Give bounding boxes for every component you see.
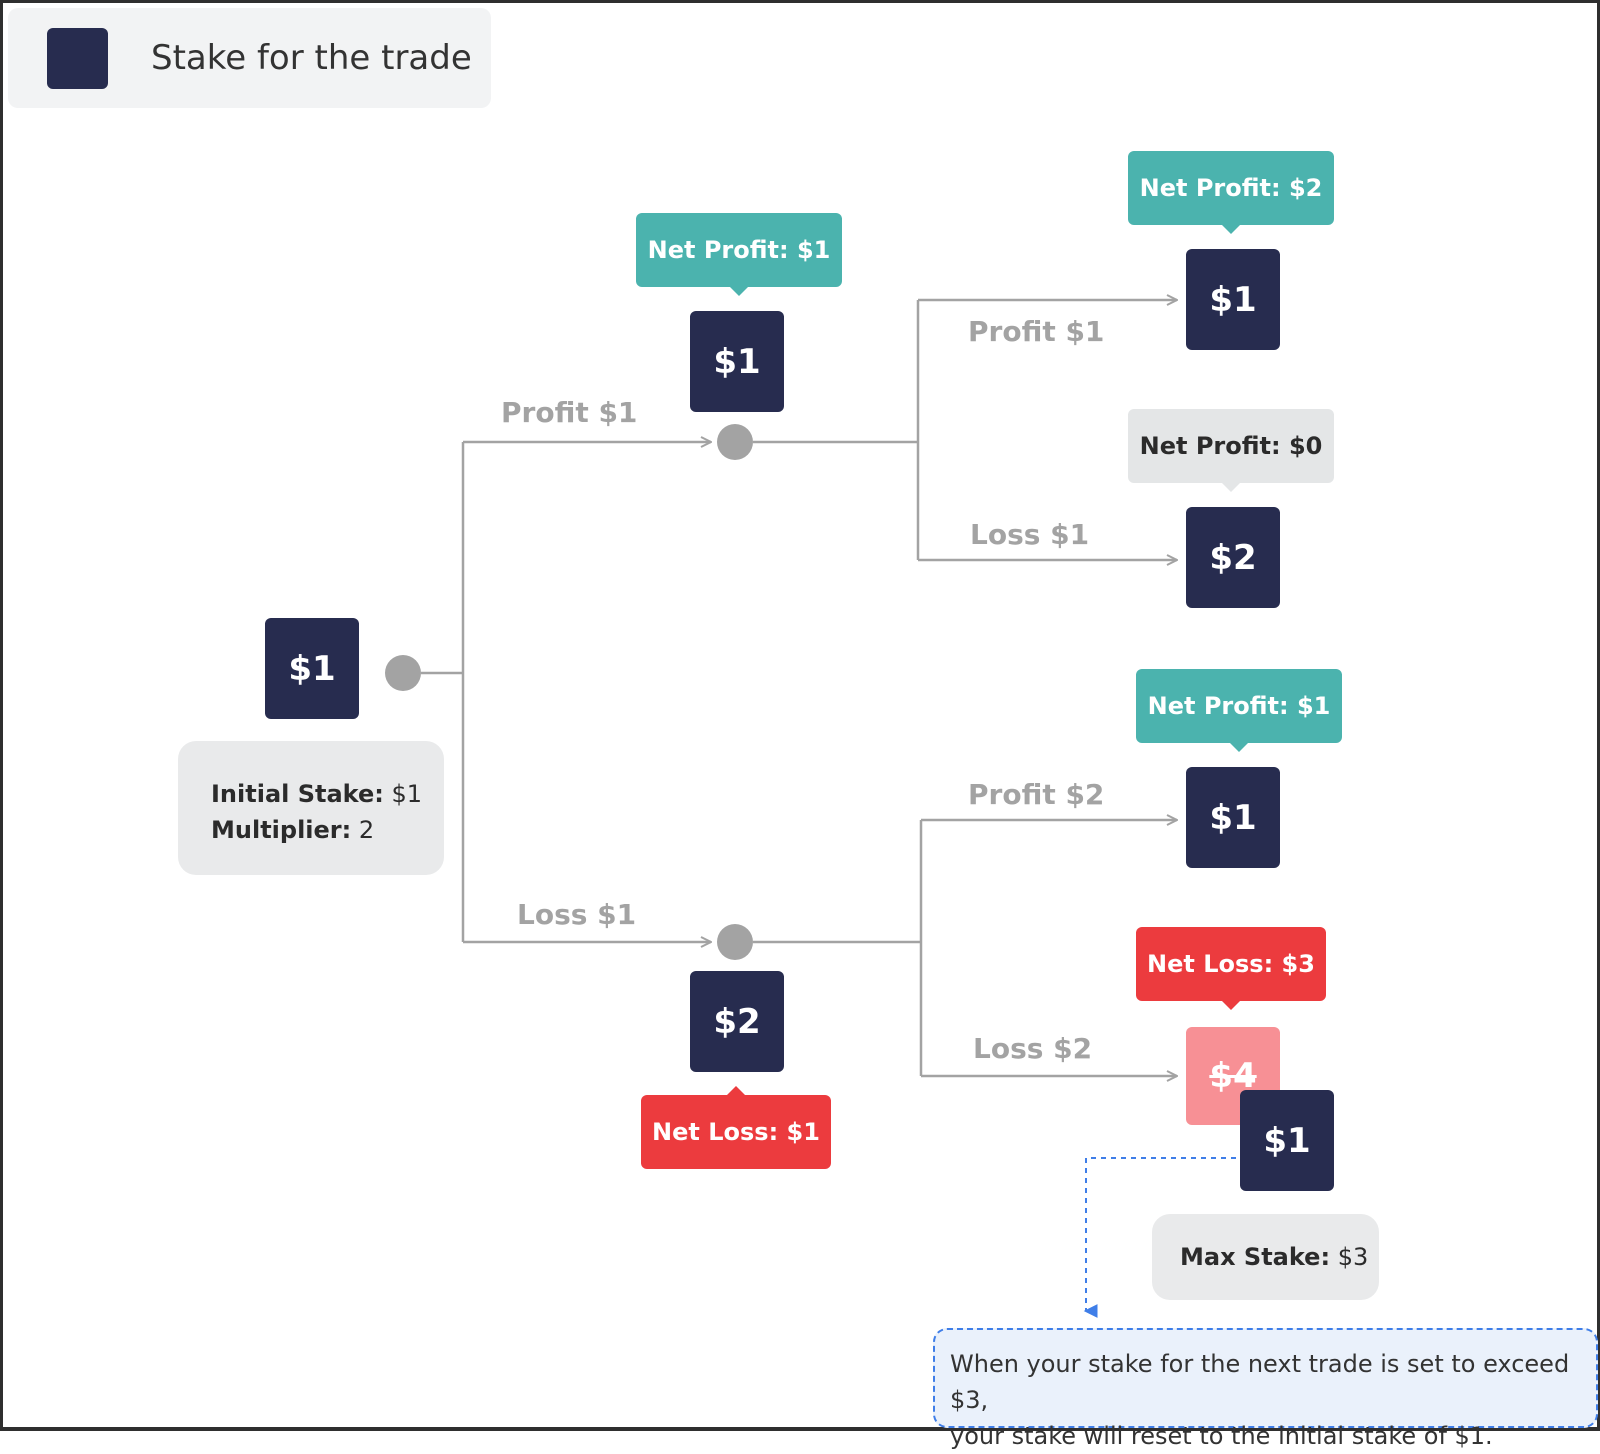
level1-profit-dot (717, 424, 753, 460)
edge-label-profit-profit: Profit $1 (968, 315, 1105, 348)
multiplier-value: 2 (351, 816, 375, 844)
callout-level1-net-loss-text: Net Loss: $1 (652, 1118, 820, 1146)
max-stake-box: Max Stake: $3 (1152, 1214, 1379, 1300)
max-stake-label: Max Stake: (1180, 1243, 1331, 1271)
initial-stake-value: $1 (383, 780, 423, 808)
legend-swatch (47, 28, 108, 89)
callout-level1-net-profit: Net Profit: $1 (636, 213, 842, 296)
root-stake-box: $1 (265, 618, 359, 719)
note-line-2: your stake will reset to the initial sta… (950, 1422, 1493, 1450)
legend: Stake for the trade (8, 8, 491, 108)
loss-profit-stake-box: $1 (1186, 767, 1280, 868)
level1-loss-stake-box: $2 (690, 971, 784, 1072)
edge-label-loss-loss: Loss $2 (973, 1032, 1093, 1065)
callout-net-profit-2-text: Net Profit: $2 (1139, 174, 1323, 202)
callout-net-profit-1-lower-text: Net Profit: $1 (1147, 692, 1331, 720)
tree-connectors (385, 3, 1236, 1318)
edge-label-loss-profit: Profit $2 (968, 778, 1105, 811)
root-node-dot (385, 655, 421, 691)
exceeded-stake-box: $4 (1186, 1027, 1280, 1125)
edge-label-profit-1: Profit $1 (501, 396, 638, 429)
initial-settings-box: Initial Stake: $1 Multiplier: 2 (178, 741, 444, 875)
reset-stake-box: $1 (1240, 1090, 1334, 1191)
edge-label-profit-loss: Loss $1 (970, 518, 1090, 551)
callout-net-profit-0: Net Profit: $0 (1128, 409, 1334, 492)
initial-stake-label: Initial Stake: (211, 780, 384, 808)
profit-loss-stake-box: $2 (1186, 507, 1280, 608)
callout-level1-net-profit-text: Net Profit: $1 (647, 236, 831, 264)
callout-net-loss-3: Net Loss: $3 (1136, 927, 1326, 1010)
callout-net-profit-2: Net Profit: $2 (1128, 151, 1334, 234)
note-line-1: When your stake for the next trade is se… (950, 1350, 1570, 1414)
legend-label: Stake for the trade (151, 38, 472, 78)
callout-net-profit-1-lower: Net Profit: $1 (1136, 669, 1342, 752)
level1-loss-dot (717, 924, 753, 960)
reset-explanation-note: When your stake for the next trade is se… (933, 1328, 1598, 1450)
max-stake-value: $3 (1330, 1243, 1369, 1271)
profit-profit-stake-box: $1 (1186, 249, 1280, 350)
edge-label-loss-1: Loss $1 (517, 898, 637, 931)
callout-net-loss-3-text: Net Loss: $3 (1147, 950, 1315, 978)
multiplier-label: Multiplier: (211, 816, 352, 844)
callout-level1-net-loss: Net Loss: $1 (641, 1086, 831, 1169)
reset-pointer-line (1083, 1157, 1236, 1318)
level1-profit-stake-box: $1 (690, 311, 784, 412)
callout-net-profit-0-text: Net Profit: $0 (1139, 432, 1323, 460)
